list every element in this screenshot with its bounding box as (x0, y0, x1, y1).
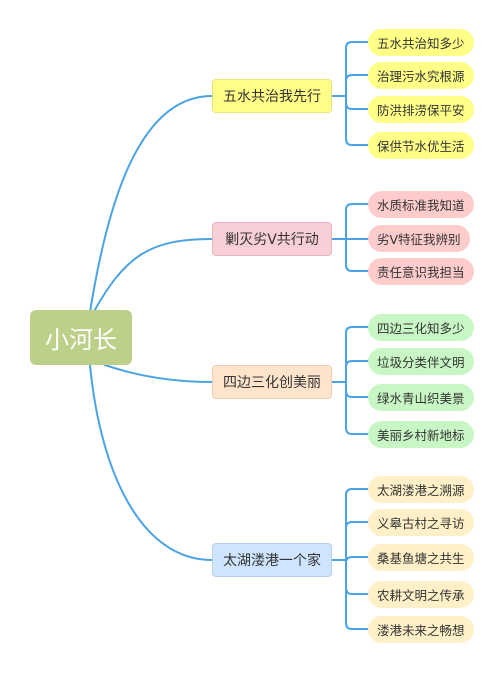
branch-leaf-connector (345, 326, 371, 383)
root-branch-connector (89, 95, 213, 313)
leaf-node[interactable]: 防洪排涝保平安 (368, 95, 474, 123)
branch-node-taihu[interactable]: 太湖溇港一个家 (212, 543, 332, 577)
leaf-node[interactable]: 治理污水究根源 (368, 61, 474, 89)
branch-leaf-connector (345, 488, 371, 561)
branch-leaf-connector (345, 559, 371, 595)
branch-leaf-connector (345, 74, 371, 97)
leaf-node[interactable]: 五水共治知多少 (368, 28, 474, 56)
leaf-node[interactable]: 水质标准我知道 (368, 190, 474, 218)
leaf-node[interactable]: 义皋古村之寻访 (368, 508, 474, 536)
leaf-node[interactable]: 保供节水优生活 (368, 131, 474, 159)
leaf-node[interactable]: 农耕文明之传承 (368, 580, 474, 608)
branch-leaf-connector (345, 203, 371, 240)
branch-leaf-connector (345, 238, 371, 272)
leaf-node[interactable]: 垃圾分类伴文明 (368, 347, 474, 375)
branch-node-jiaomie[interactable]: 剿灭劣V共行动 (212, 222, 332, 256)
leaf-node[interactable]: 绿水青山织美景 (368, 383, 474, 411)
leaf-node[interactable]: 太湖溇港之溯源 (368, 475, 474, 503)
leaf-node[interactable]: 四边三化知多少 (368, 313, 474, 341)
leaf-node[interactable]: 责任意识我担当 (368, 257, 474, 285)
branch-leaf-connector (345, 95, 371, 110)
branch-leaf-connector (345, 381, 371, 398)
branch-leaf-connector (345, 41, 371, 97)
branch-leaf-connector (345, 556, 371, 564)
leaf-node[interactable]: 溇港未来之畅想 (368, 615, 474, 643)
branch-leaf-connector (345, 521, 371, 561)
branch-leaf-connector (345, 95, 371, 146)
root-branch-connector (104, 364, 213, 383)
branch-leaf-connector (345, 559, 371, 630)
branch-leaf-connector (345, 381, 371, 435)
root-node[interactable]: 小河长 (30, 310, 132, 365)
branch-leaf-connector (345, 360, 371, 383)
root-branch-connector (89, 364, 213, 561)
root-branch-connector (91, 238, 213, 316)
leaf-node[interactable]: 美丽乡村新地标 (368, 420, 474, 448)
branch-node-wushui[interactable]: 五水共治我先行 (212, 79, 332, 113)
branch-node-sibian[interactable]: 四边三化创美丽 (212, 365, 332, 399)
leaf-node[interactable]: 桑基鱼塘之共生 (368, 543, 474, 571)
leaf-node[interactable]: 劣V特征我辨别 (368, 224, 470, 252)
